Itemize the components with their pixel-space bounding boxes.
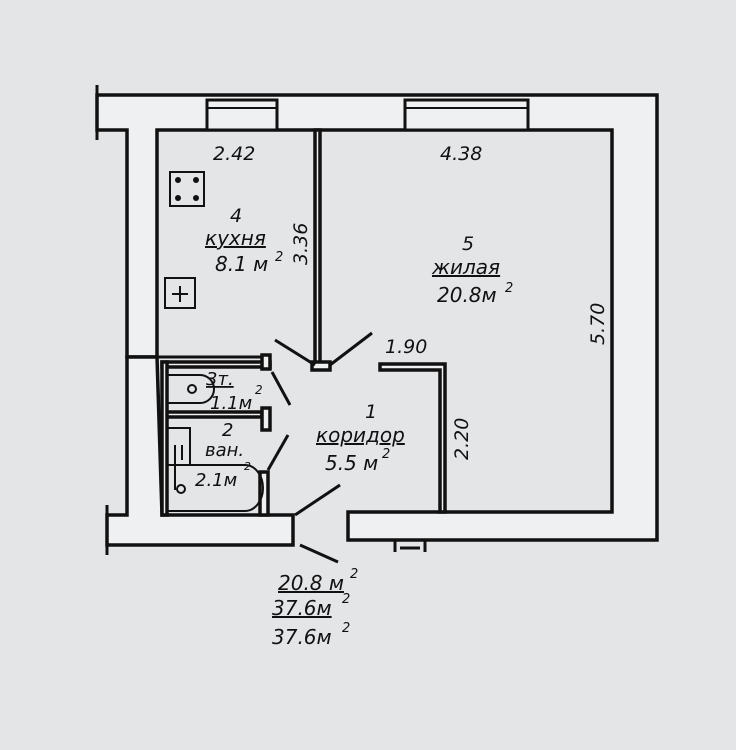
room-1-number: 1 bbox=[365, 401, 377, 423]
total-area-sup: 2 bbox=[342, 592, 350, 607]
room-5-sup: 2 bbox=[505, 281, 513, 296]
total-living-area: 20.8 м bbox=[278, 571, 344, 595]
dim-kitchen-length: 3.36 bbox=[290, 223, 312, 265]
sink-icon bbox=[164, 277, 196, 309]
room-4-area: 8.1 м bbox=[215, 252, 268, 276]
dim-room-width: 4.38 bbox=[440, 143, 482, 165]
total-living-sup: 2 bbox=[350, 567, 358, 582]
room-2-number: 2 bbox=[222, 420, 233, 441]
room-5-area: 20.8м bbox=[437, 283, 497, 307]
dim-room-length: 5.70 bbox=[587, 303, 609, 345]
dim-corridor-width: 1.90 bbox=[385, 336, 427, 358]
toilet-icon bbox=[168, 374, 215, 404]
room-3-sup: 2 bbox=[255, 383, 263, 397]
dim-corridor-length: 2.20 bbox=[451, 418, 473, 460]
partition-corridor-room bbox=[378, 362, 447, 514]
room-5-number: 5 bbox=[462, 233, 474, 255]
overall-area: 37.6м bbox=[272, 625, 332, 649]
room-1-sup: 2 bbox=[382, 447, 390, 462]
stove-icon bbox=[169, 171, 205, 207]
room-5-name: жилая bbox=[431, 255, 500, 279]
window-kitchen bbox=[205, 98, 279, 132]
window-room bbox=[403, 98, 530, 132]
left-lower-wall bbox=[105, 355, 295, 547]
room-4-name: кухня bbox=[205, 226, 266, 250]
room-2-name: ван. bbox=[205, 440, 244, 461]
dim-kitchen-width: 2.42 bbox=[213, 143, 255, 165]
room-3-area: 1.1м bbox=[210, 393, 252, 414]
room-3-name: 3т. bbox=[206, 369, 234, 390]
room-1-area: 5.5 м bbox=[325, 451, 378, 475]
room-4-number: 4 bbox=[230, 205, 242, 227]
room-1-name: коридор bbox=[316, 423, 405, 447]
total-area: 37.6м bbox=[272, 596, 332, 620]
outer-wall bbox=[95, 93, 659, 542]
overall-area-sup: 2 bbox=[342, 621, 350, 636]
bathtub-icon bbox=[167, 464, 264, 512]
room-2-sup: 2 bbox=[244, 460, 251, 473]
room-2-area: 2.1м bbox=[195, 470, 237, 491]
room-4-sup: 2 bbox=[275, 250, 283, 265]
partition-kitchen-room bbox=[313, 128, 322, 370]
